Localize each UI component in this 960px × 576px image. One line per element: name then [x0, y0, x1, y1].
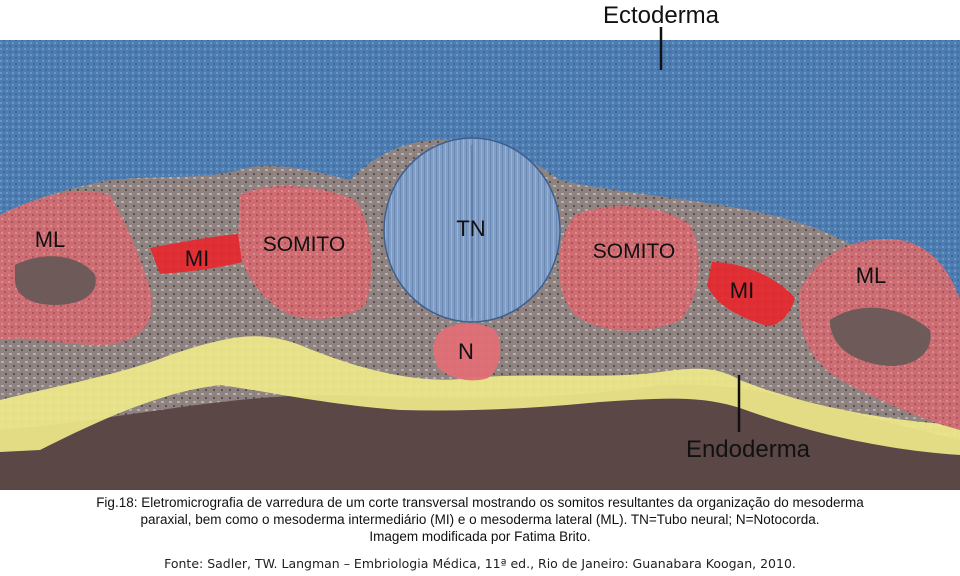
label-n: N	[458, 339, 474, 364]
label-mi-right: MI	[730, 278, 754, 303]
lateral-mesoderm-right-lumen	[830, 307, 931, 366]
label-somito-right: SOMITO	[593, 240, 675, 263]
label-ml-left: ML	[35, 227, 66, 252]
somite-left	[238, 185, 372, 319]
endoderm-layer	[0, 336, 960, 455]
ectoderm-layer	[0, 40, 960, 300]
label-somito-left: SOMITO	[263, 233, 345, 256]
notochord	[433, 323, 501, 381]
caption-line-1: Fig.18: Eletromicrografia de varredura d…	[96, 495, 864, 510]
source-citation: Fonte: Sadler, TW. Langman – Embriologia…	[164, 556, 796, 571]
caption-line-3: Imagem modificada por Fatima Brito.	[369, 529, 591, 544]
intermediate-mesoderm-right	[707, 262, 795, 326]
yolk-sac-region	[0, 384, 960, 490]
intermediate-mesoderm-left	[150, 234, 242, 274]
label-tn: TN	[456, 216, 485, 241]
lateral-mesoderm-left-lumen	[15, 256, 96, 305]
figure-caption: Fig.18: Eletromicrografia de varredura d…	[0, 494, 960, 545]
label-endoderma: Endoderma	[686, 436, 811, 463]
label-ectoderma: Ectoderma	[603, 2, 720, 29]
label-mi-left: MI	[185, 246, 209, 271]
somite-right	[558, 206, 699, 331]
label-ml-right: ML	[856, 263, 887, 288]
caption-line-2: paraxial, bem como o mesoderma intermedi…	[140, 512, 820, 527]
